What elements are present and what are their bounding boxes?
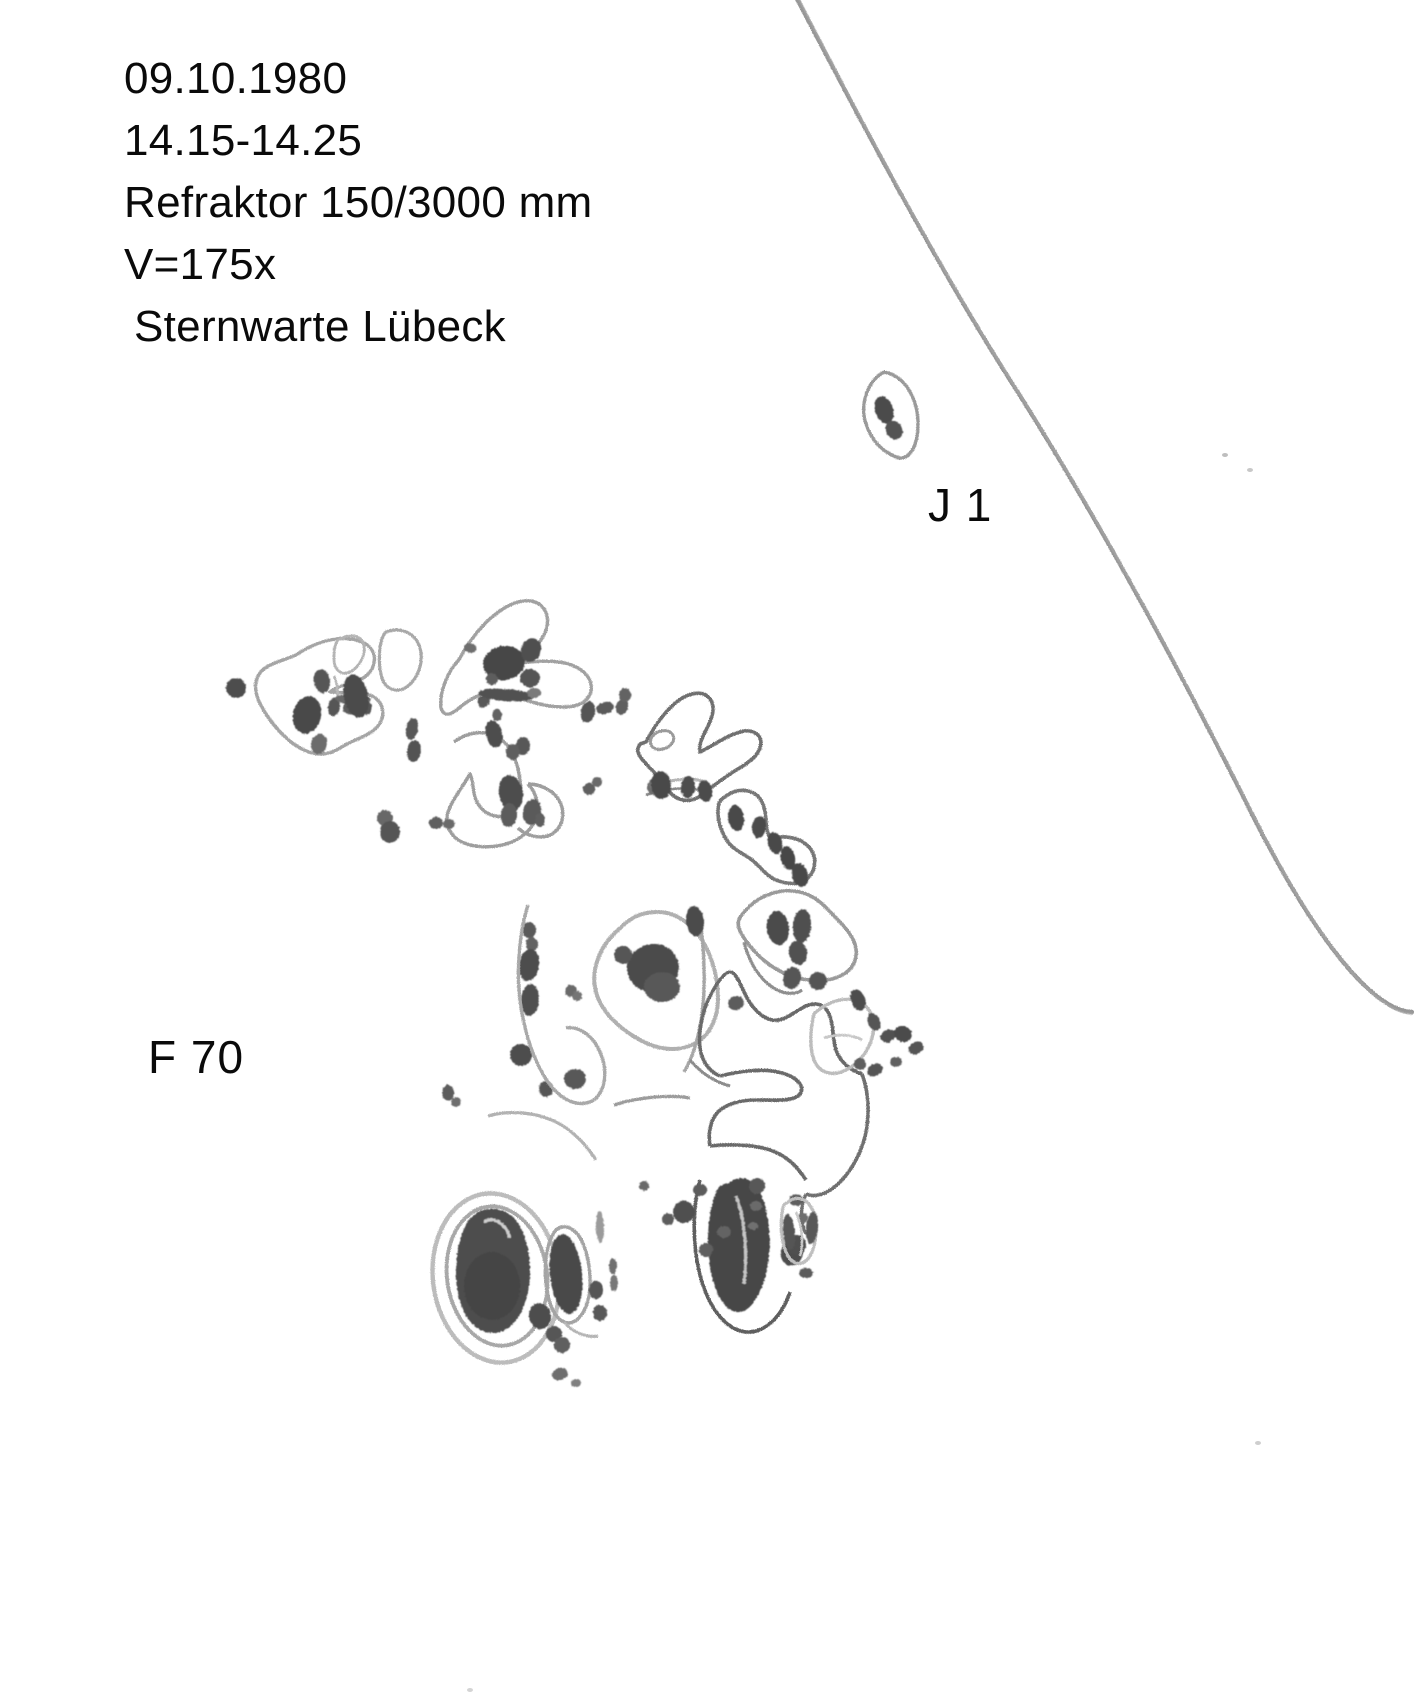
observation-observatory: Sternwarte Lübeck	[134, 302, 506, 351]
observation-time-range: 14.15-14.25	[124, 116, 363, 165]
pore-field-lower-right	[662, 1178, 808, 1257]
observation-date: 09.10.1980	[124, 54, 348, 103]
umbra-bottom-left-big	[456, 1208, 562, 1342]
stray-pores	[442, 1085, 649, 1387]
umbra-bottom-mid	[549, 1234, 607, 1353]
sunspot-group-j1	[862, 370, 920, 460]
penumbra-crown-lower	[697, 970, 870, 1235]
penumbra-bottom-right-outline	[692, 1179, 792, 1334]
pore-field-right	[850, 989, 924, 1077]
umbra-small-lower-right	[782, 1212, 819, 1250]
umbra-right-arm	[727, 805, 809, 887]
umbra-bottom-right-big	[707, 1178, 813, 1313]
penumbra-left-thread	[487, 904, 607, 1161]
penumbra-center	[592, 910, 720, 1073]
group-label-j1: J 1	[928, 479, 993, 531]
penumbra-right-lobe	[809, 997, 876, 1076]
penumbra-crown-upper-thread	[613, 1059, 731, 1107]
umbra-cluster-ul-b	[377, 692, 602, 843]
umbra-center	[614, 906, 705, 1002]
penumbra-right-mid	[736, 889, 859, 995]
penumbra-bottom-mid	[543, 1225, 599, 1338]
solar-limb	[795, 0, 1414, 1016]
sunspot-group-f70	[226, 453, 1261, 1692]
penumbra-top-mid	[439, 599, 594, 716]
umbra-top-mid	[464, 638, 542, 702]
umbra-mid-right	[647, 771, 713, 802]
umbra-right-mid	[728, 909, 827, 1011]
group-label-f70: F 70	[148, 1031, 245, 1083]
pore-field-top-mid	[486, 673, 631, 723]
penumbra-bottom-left-ring	[430, 1191, 562, 1365]
penumbra-mid-right	[635, 691, 763, 803]
umbra-chain-left	[510, 922, 586, 1097]
penumbra-right-arm	[716, 788, 817, 886]
paper-specks	[467, 453, 1261, 1692]
observation-instrument: Refraktor 150/3000 mm	[124, 178, 593, 227]
penumbra-ul-a	[253, 628, 423, 756]
umbra-cluster-ul-a	[226, 669, 372, 754]
observation-magnification: V=175x	[124, 240, 277, 289]
penumbra-small-lower-right	[779, 1196, 818, 1266]
observation-annotation-block: 09.10.1980 14.15-14.25 Refraktor 150/300…	[124, 48, 593, 358]
penumbra-ul-b	[445, 731, 565, 849]
